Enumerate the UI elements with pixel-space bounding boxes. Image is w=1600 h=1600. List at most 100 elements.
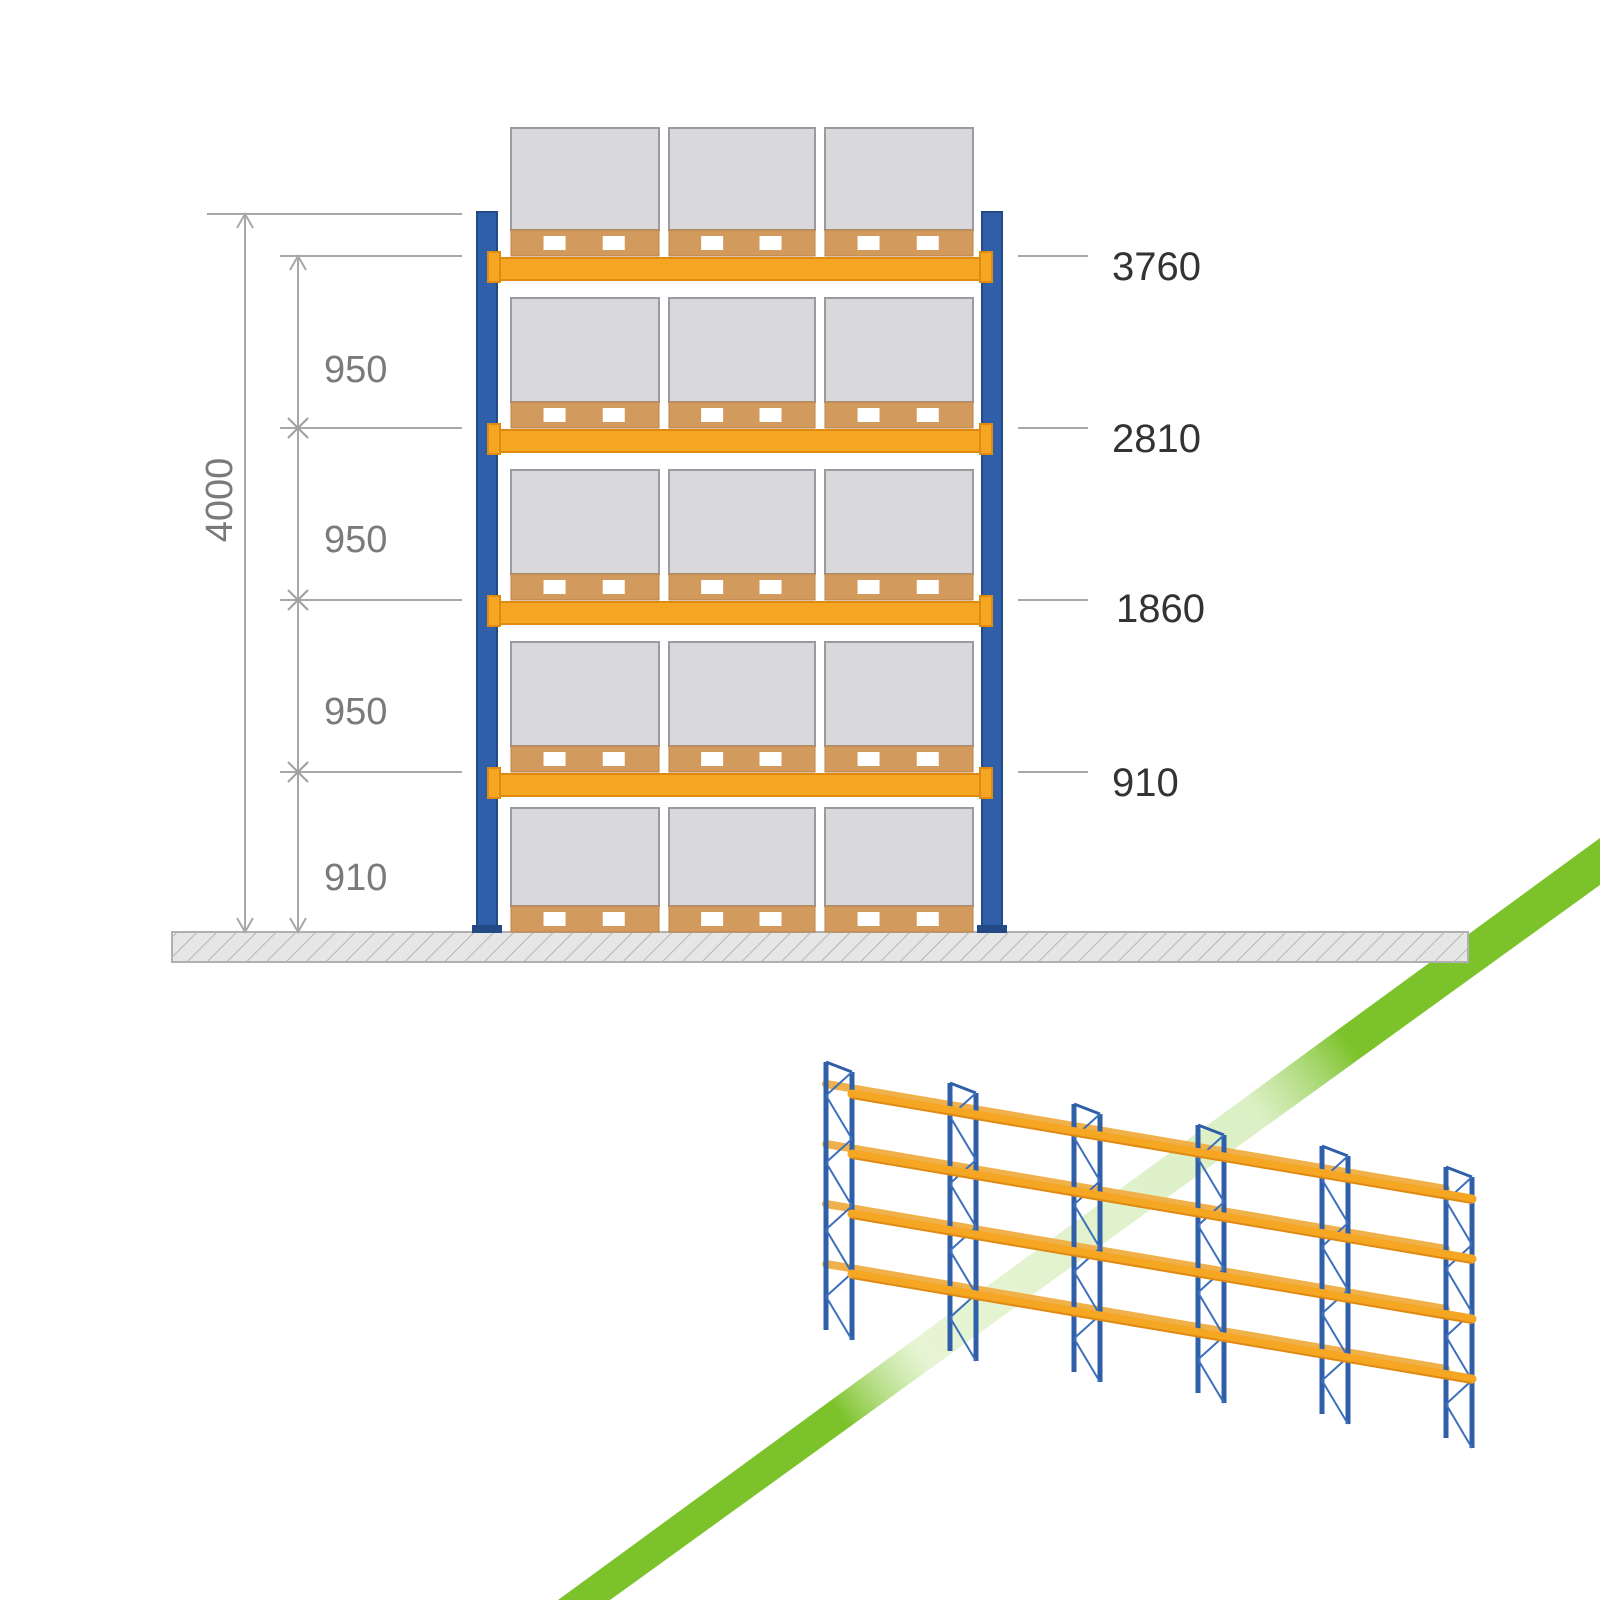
pallet	[510, 401, 660, 429]
green-stripe-decoration	[558, 838, 1600, 1600]
upright-foot	[472, 925, 502, 933]
level-height-label: 950	[324, 519, 387, 561]
beam-connector	[487, 251, 501, 283]
load-box	[510, 807, 660, 907]
pallet-gap	[916, 580, 939, 594]
brace	[1197, 1291, 1225, 1337]
pallet	[824, 401, 974, 429]
pallet-gap	[916, 236, 939, 250]
brace	[1321, 1379, 1349, 1425]
pallet-gap	[701, 236, 724, 250]
level-height-label: 950	[324, 349, 387, 391]
pallet-gap	[543, 580, 566, 594]
load-box	[824, 127, 974, 231]
brace	[825, 1205, 853, 1231]
pallet-gap	[759, 408, 782, 422]
brace	[1445, 1268, 1473, 1314]
beam-3d-back	[822, 1200, 1450, 1313]
beam-connector	[487, 423, 501, 455]
dimension-lines	[207, 211, 1088, 935]
brace	[825, 1295, 853, 1341]
beam-connector	[979, 595, 993, 627]
pallet-gap	[916, 912, 939, 926]
load-box	[668, 807, 816, 907]
brace	[1073, 1270, 1101, 1316]
load-box	[824, 469, 974, 575]
pallet	[824, 229, 974, 257]
load-box	[824, 807, 974, 907]
beam	[491, 429, 989, 453]
pallet-gap	[602, 912, 625, 926]
pallet	[668, 229, 816, 257]
brace	[1073, 1203, 1101, 1249]
rack-front-view	[472, 127, 1007, 933]
beam-connector	[979, 423, 993, 455]
brace	[949, 1316, 977, 1362]
pallet-gap	[543, 408, 566, 422]
brace	[1445, 1200, 1473, 1246]
beam-3d-front	[847, 1269, 1477, 1384]
brace	[825, 1138, 853, 1164]
pallet-gap	[543, 236, 566, 250]
pallet	[668, 401, 816, 429]
pallet-gap	[916, 408, 939, 422]
brace	[1197, 1157, 1225, 1203]
pallet-gap	[857, 236, 880, 250]
upright-foot	[977, 925, 1007, 933]
brace	[1197, 1224, 1225, 1270]
beam-connector	[487, 595, 501, 627]
floor	[171, 931, 1469, 963]
brace	[1197, 1358, 1225, 1404]
rack-frame-3d	[1195, 1123, 1227, 1404]
brace	[949, 1182, 977, 1228]
total-height-label: 4000	[199, 458, 241, 543]
pallet	[668, 573, 816, 601]
pallet-gap	[701, 408, 724, 422]
beam-3d-front	[847, 1209, 1477, 1324]
pallet-gap	[602, 236, 625, 250]
pallet-gap	[701, 752, 724, 766]
brace	[1321, 1245, 1349, 1291]
beam-level-label: 910	[1112, 761, 1179, 805]
pallet-gap	[759, 912, 782, 926]
load-box	[510, 469, 660, 575]
brace	[1445, 1379, 1473, 1405]
pallet-gap	[602, 408, 625, 422]
beam	[491, 601, 989, 625]
brace	[1445, 1165, 1473, 1179]
beam-3d-edge	[851, 1157, 1473, 1264]
brace	[1197, 1123, 1225, 1137]
pallet-gap	[857, 752, 880, 766]
brace	[1073, 1337, 1101, 1383]
load-box	[668, 641, 816, 747]
beam-connector	[487, 767, 501, 799]
brace	[825, 1060, 853, 1074]
rack-perspective-icon	[822, 1060, 1477, 1449]
upright-right	[981, 211, 1003, 933]
brace	[949, 1115, 977, 1161]
pallet-gap	[857, 912, 880, 926]
load-box	[510, 641, 660, 747]
beam-connector	[979, 251, 993, 283]
pallet-gap	[602, 580, 625, 594]
pallet-gap	[701, 912, 724, 926]
pallet-gap	[759, 580, 782, 594]
brace	[1321, 1312, 1349, 1358]
load-box	[668, 469, 816, 575]
beam-level-label: 3760	[1112, 245, 1201, 289]
pallet-gap	[916, 752, 939, 766]
pallet-gap	[701, 580, 724, 594]
brace	[949, 1249, 977, 1295]
load-box	[510, 127, 660, 231]
beam-3d-back	[822, 1260, 1450, 1373]
beam-level-label: 1860	[1116, 587, 1205, 631]
brace	[825, 1094, 853, 1140]
pallet	[510, 745, 660, 773]
brace	[1073, 1102, 1101, 1116]
upright-left	[476, 211, 498, 933]
beam-3d-edge	[851, 1217, 1473, 1324]
brace	[825, 1272, 853, 1298]
pallet	[510, 229, 660, 257]
brace	[1321, 1144, 1349, 1158]
